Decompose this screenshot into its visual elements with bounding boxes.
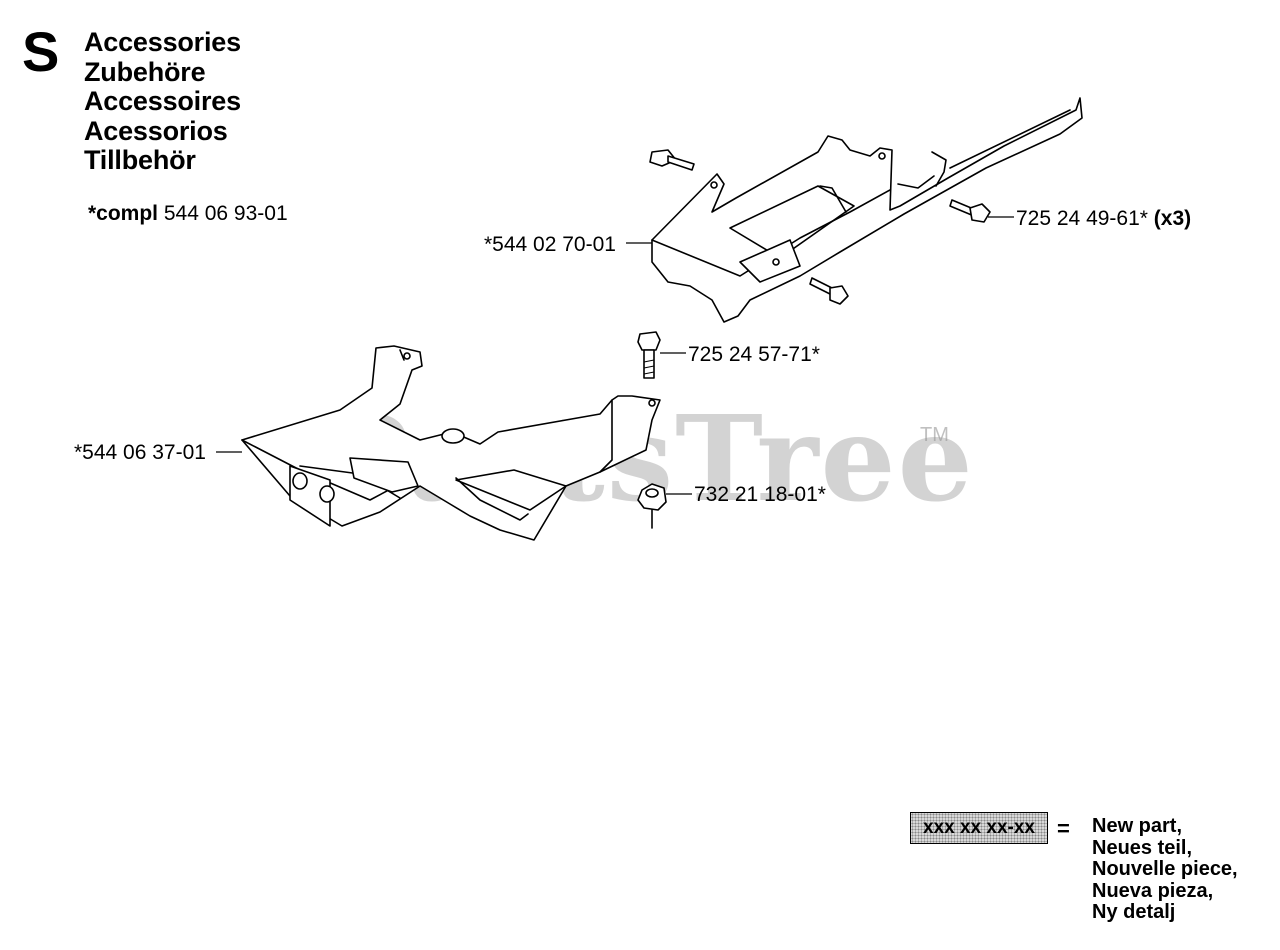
lower-plate-part[interactable] xyxy=(241,345,661,541)
legend-line-french: Nouvelle piece, xyxy=(1092,858,1238,880)
legend-line-english: New part, xyxy=(1092,815,1183,837)
callout-plate-lower[interactable]: *544 06 37-01 xyxy=(74,441,206,464)
title-german: Zubehöre xyxy=(84,56,206,87)
legend-new-part-sample: xxx xx xx-xx xyxy=(910,812,1048,844)
section-letter: S xyxy=(22,20,60,83)
title-english: Accessories xyxy=(84,27,241,57)
compl-part[interactable]: 544 06 93-01 xyxy=(163,202,288,225)
compl-part-number: *compl 544 06 93-01 xyxy=(88,202,288,226)
bolt-upper-bottom[interactable] xyxy=(809,277,849,305)
legend-line-spanish: Nueva pieza, xyxy=(1092,879,1214,902)
bolt-upper-right[interactable] xyxy=(949,199,991,223)
bolt-upper-left[interactable] xyxy=(649,149,695,171)
title-french: Accessoires xyxy=(84,86,241,116)
legend-line-swedish: Ny detalj xyxy=(1092,901,1176,923)
callout-guard-upper[interactable]: *544 02 70-01 xyxy=(484,233,616,256)
compl-label: *compl xyxy=(88,202,159,225)
bolt-lower[interactable] xyxy=(637,331,661,379)
watermark-tm: TM xyxy=(920,424,949,446)
callout-bolt-lower[interactable]: 725 24 57-71* xyxy=(688,343,820,366)
nut-lower[interactable] xyxy=(637,483,667,529)
title-swedish: Tillbehör xyxy=(84,145,196,175)
callout-bolt-upper-qty: (x3) xyxy=(1153,207,1192,230)
title-portuguese: Acessorios xyxy=(84,115,228,146)
callout-nut-lower[interactable]: 732 21 18-01* xyxy=(694,483,826,506)
legend-new-part-labels: New part, Neues teil, Nouvelle piece, Nu… xyxy=(1092,815,1238,924)
callout-bolt-upper-number[interactable]: 725 24 49-61* xyxy=(1016,207,1148,230)
legend-equals: = xyxy=(1057,816,1070,841)
legend-line-german: Neues teil, xyxy=(1092,836,1193,859)
upper-guard-part[interactable] xyxy=(651,97,1083,323)
callout-bolt-upper[interactable]: 725 24 49-61* (x3) xyxy=(1016,208,1191,229)
section-titles: Accessories Zubehöre Accessoires Acessor… xyxy=(84,27,241,176)
